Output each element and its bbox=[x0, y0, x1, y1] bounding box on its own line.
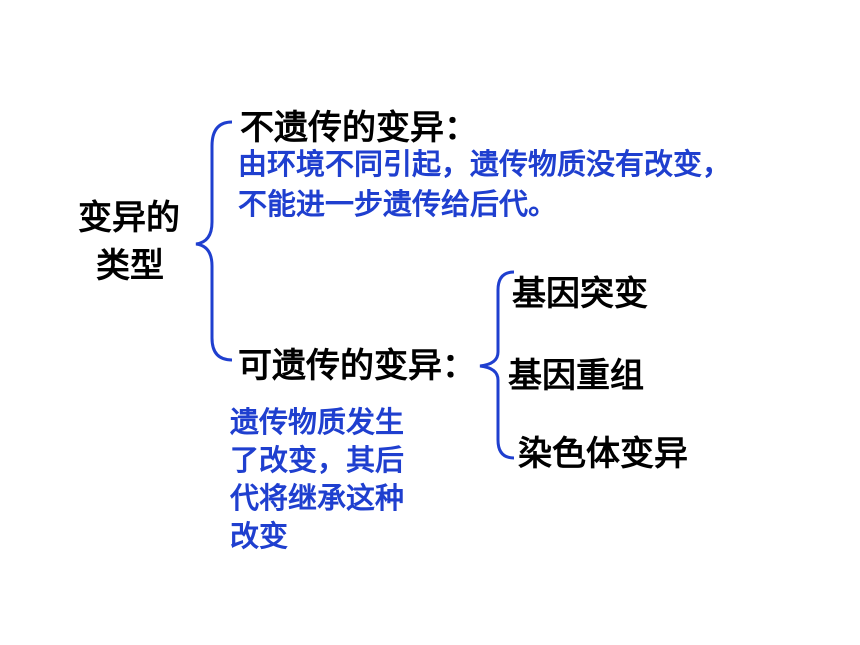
root-label-line1: 变异的 bbox=[78, 198, 180, 238]
root-label-line2: 类型 bbox=[96, 246, 164, 286]
type-gene-mutation: 基因突变 bbox=[512, 274, 648, 314]
non-heritable-title: 不遗传的变异： bbox=[240, 108, 478, 148]
heritable-desc-line2: 了改变，其后 bbox=[230, 443, 405, 477]
main-brace bbox=[195, 120, 233, 362]
heritable-desc-line4: 改变 bbox=[230, 519, 289, 553]
non-heritable-desc-line2: 不能进一步遗传给后代。 bbox=[238, 187, 558, 221]
type-chromosome-variation: 染色体变异 bbox=[518, 434, 688, 474]
type-gene-recombination: 基因重组 bbox=[508, 356, 644, 396]
heritable-desc-line3: 代将继承这种 bbox=[230, 481, 405, 515]
heritable-title: 可遗传的变异： bbox=[238, 346, 476, 386]
heritable-desc-line1: 遗传物质发生 bbox=[230, 405, 405, 439]
sub-brace bbox=[479, 270, 515, 460]
non-heritable-desc-line1: 由环境不同引起，遗传物质没有改变， bbox=[238, 147, 732, 181]
